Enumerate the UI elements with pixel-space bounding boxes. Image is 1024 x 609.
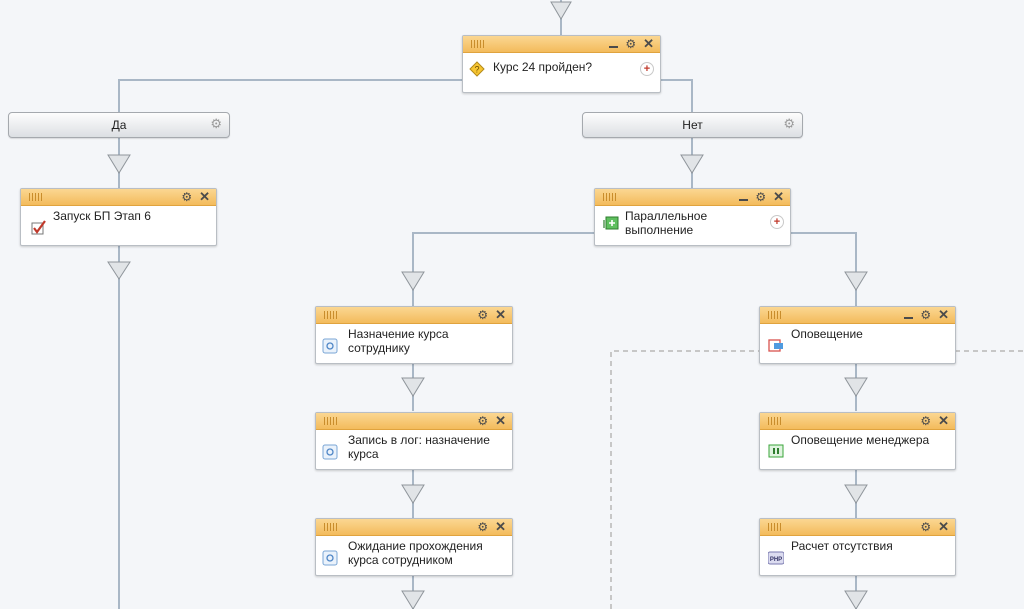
block-header[interactable]: ⚙ ✕: [760, 519, 955, 536]
branch-label: Нет: [682, 118, 703, 132]
minimize-icon[interactable]: [904, 317, 914, 319]
add-branch-icon[interactable]: +: [640, 62, 654, 76]
block-header[interactable]: ⚙ ✕: [21, 189, 216, 206]
gear-icon[interactable]: ⚙: [755, 190, 767, 204]
gear-icon[interactable]: ⚙: [920, 308, 932, 322]
label-line-1: Ожидание прохождения: [348, 539, 483, 553]
drag-handle-icon[interactable]: [471, 40, 485, 48]
label-line-2: сотруднику: [348, 341, 410, 355]
drag-handle-icon[interactable]: [324, 417, 338, 425]
close-icon[interactable]: ✕: [938, 307, 949, 322]
arrow-icon: [401, 271, 425, 291]
arrow-icon: [844, 590, 868, 609]
branch-label: Да: [111, 118, 127, 132]
arrow-icon: [844, 377, 868, 397]
drag-handle-icon[interactable]: [324, 523, 338, 531]
condition-icon: ?: [469, 61, 485, 77]
parallel-block[interactable]: ⚙ ✕ Параллельное выполнение +: [594, 188, 791, 246]
log-entry-block[interactable]: ⚙ ✕ Запись в лог: назначение курса: [315, 412, 513, 470]
drag-handle-icon[interactable]: [324, 311, 338, 319]
notify-icon: [768, 339, 783, 352]
php-icon: PHP: [768, 551, 784, 565]
label-line-2: курса сотрудником: [348, 553, 453, 567]
activity-icon: [322, 444, 338, 460]
gear-icon[interactable]: ⚙: [920, 520, 932, 534]
block-header[interactable]: ⚙ ✕: [760, 413, 955, 430]
close-icon[interactable]: ✕: [495, 307, 506, 322]
block-label: Параллельное выполнение: [625, 209, 707, 237]
label-line-1: Параллельное: [625, 209, 708, 223]
gear-icon[interactable]: ⚙: [783, 116, 795, 131]
svg-text:?: ?: [474, 65, 479, 75]
minimize-icon[interactable]: [609, 46, 619, 48]
block-label: Расчет отсутствия: [791, 539, 893, 553]
close-icon[interactable]: ✕: [199, 189, 210, 204]
gear-icon[interactable]: ⚙: [477, 414, 489, 428]
gear-icon[interactable]: ⚙: [210, 116, 222, 131]
close-icon[interactable]: ✕: [643, 36, 654, 51]
arrow-icon: [844, 484, 868, 504]
arrow-icon: [107, 154, 131, 174]
arrow-icon: [401, 377, 425, 397]
arrow-icon: [680, 154, 704, 174]
gear-icon[interactable]: ⚙: [477, 520, 489, 534]
add-branch-icon[interactable]: +: [770, 215, 784, 229]
drag-handle-icon[interactable]: [768, 523, 782, 531]
start-bp-block[interactable]: ⚙ ✕ Запуск БП Этап 6: [20, 188, 217, 246]
block-label: Назначение курса сотруднику: [348, 327, 449, 355]
label-line-2: курса: [348, 447, 379, 461]
close-icon[interactable]: ✕: [495, 413, 506, 428]
absence-calc-block[interactable]: ⚙ ✕ PHP Расчет отсутствия: [759, 518, 956, 576]
block-header[interactable]: ⚙ ✕: [463, 36, 660, 53]
drag-handle-icon[interactable]: [768, 311, 782, 319]
drag-handle-icon[interactable]: [768, 417, 782, 425]
activity-icon: [322, 338, 338, 354]
wait-course-block[interactable]: ⚙ ✕ Ожидание прохождения курса сотрудник…: [315, 518, 513, 576]
notify-manager-block[interactable]: ⚙ ✕ Оповещение менеджера: [759, 412, 956, 470]
label-line-2: выполнение: [625, 223, 694, 237]
block-label: Курс 24 пройден?: [493, 60, 593, 74]
block-header[interactable]: ⚙ ✕: [316, 519, 512, 536]
notify-block[interactable]: ⚙ ✕ Оповещение: [759, 306, 956, 364]
parallel-icon: [603, 216, 619, 230]
block-header[interactable]: ⚙ ✕: [595, 189, 790, 206]
arrow-icon: [107, 261, 131, 280]
gear-icon[interactable]: ⚙: [920, 414, 932, 428]
arrow-icon: [401, 484, 425, 504]
drag-handle-icon[interactable]: [603, 193, 617, 201]
block-header[interactable]: ⚙ ✕: [760, 307, 955, 324]
block-label: Оповещение менеджера: [791, 433, 930, 447]
block-label: Оповещение: [791, 327, 863, 341]
condition-block[interactable]: ⚙ ✕ ? Курс 24 пройден? +: [462, 35, 661, 93]
assign-course-block[interactable]: ⚙ ✕ Назначение курса сотруднику: [315, 306, 513, 364]
close-icon[interactable]: ✕: [938, 519, 949, 534]
block-label: Запись в лог: назначение курса: [348, 433, 490, 461]
minimize-icon[interactable]: [739, 199, 749, 201]
gear-icon[interactable]: ⚙: [181, 190, 193, 204]
block-header[interactable]: ⚙ ✕: [316, 413, 512, 430]
activity-icon: [322, 550, 338, 566]
gear-icon[interactable]: ⚙: [477, 308, 489, 322]
close-icon[interactable]: ✕: [773, 189, 784, 204]
arrow-icon: [844, 271, 868, 291]
label-line-1: Запись в лог: назначение: [348, 433, 490, 447]
arrow-icon: [401, 590, 425, 609]
label-line-1: Назначение курса: [348, 327, 449, 341]
close-icon[interactable]: ✕: [938, 413, 949, 428]
pause-icon: [768, 444, 784, 458]
block-label: Ожидание прохождения курса сотрудником: [348, 539, 483, 567]
dashed-region: [610, 350, 1024, 609]
svg-text:PHP: PHP: [770, 557, 782, 563]
checkbox-icon: [31, 220, 46, 235]
close-icon[interactable]: ✕: [495, 519, 506, 534]
gear-icon[interactable]: ⚙: [625, 37, 637, 51]
branch-yes-bar[interactable]: Да ⚙: [8, 112, 230, 138]
drag-handle-icon[interactable]: [29, 193, 43, 201]
block-label: Запуск БП Этап 6: [53, 209, 151, 223]
branch-no-bar[interactable]: Нет ⚙: [582, 112, 803, 138]
arrow-icon: [550, 1, 572, 20]
block-header[interactable]: ⚙ ✕: [316, 307, 512, 324]
